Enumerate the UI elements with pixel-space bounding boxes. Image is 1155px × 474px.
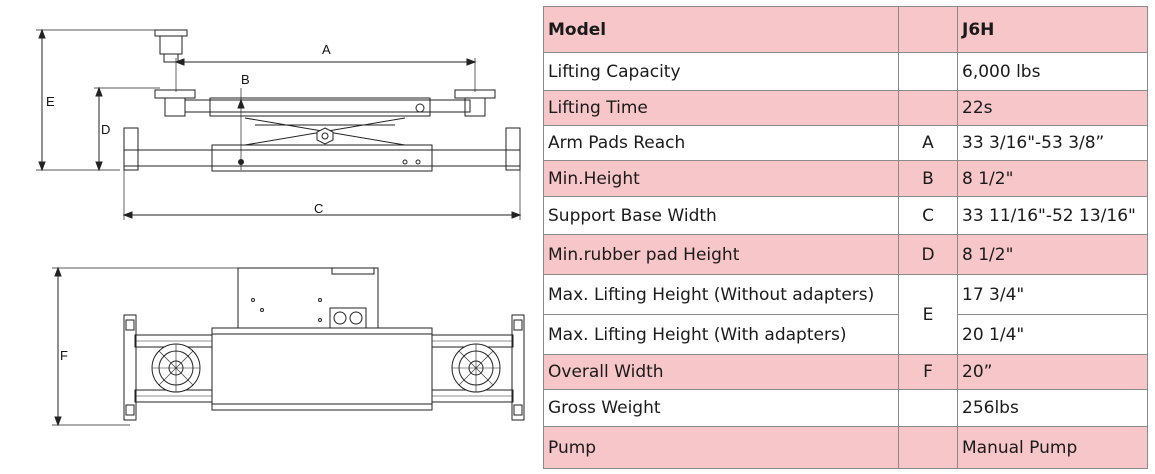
row-code: F	[898, 354, 958, 390]
row-label: Lifting Time	[543, 90, 899, 126]
row-label: Overall Width	[543, 354, 899, 390]
header-label: Model	[543, 6, 899, 53]
table-row: Max. Lifting Height (With adapters) 20 1…	[543, 314, 1148, 355]
dimension-label-c: C	[314, 201, 323, 216]
dimension-label-d: D	[101, 122, 110, 137]
row-value: 8 1/2"	[957, 160, 1148, 197]
row-code	[898, 52, 958, 91]
table-row: Max. Lifting Height (Without adapters) E…	[543, 274, 1148, 355]
row-label: Min.Height	[543, 160, 899, 197]
spec-table: Model J6H Lifting Capacity 6,000 lbs Lif…	[543, 6, 1148, 469]
row-code: C	[898, 196, 958, 235]
table-row: Lifting Capacity 6,000 lbs	[543, 52, 1148, 91]
top-view	[52, 266, 525, 427]
table-row: Min.Height B 8 1/2"	[543, 160, 1148, 197]
row-code-merged: E	[898, 274, 958, 355]
row-value: 8 1/2"	[957, 234, 1148, 275]
row-label: Lifting Capacity	[543, 52, 899, 91]
header-code	[898, 6, 958, 53]
row-code	[898, 426, 958, 469]
row-value: 17 3/4"	[957, 274, 1148, 315]
table-row: Support Base Width C 33 11/16"-52 13/16"	[543, 196, 1148, 235]
row-value: Manual Pump	[957, 426, 1148, 469]
technical-drawing: A B C D E F	[36, 28, 525, 427]
row-value: 20”	[957, 354, 1148, 390]
row-value: 20 1/4"	[957, 314, 1148, 355]
table-header-row: Model J6H	[543, 6, 1148, 53]
row-code	[898, 90, 958, 126]
dimension-label-f: F	[60, 348, 68, 363]
row-value: 33 3/16"-53 3/8”	[957, 125, 1148, 161]
table-row: Min.rubber pad Height D 8 1/2"	[543, 234, 1148, 275]
row-code: D	[898, 234, 958, 275]
dimension-label-b: B	[241, 72, 250, 87]
table-row: Pump Manual Pump	[543, 426, 1148, 469]
header-value: J6H	[957, 6, 1148, 53]
row-value: 33 11/16"-52 13/16"	[957, 196, 1148, 235]
dimension-label-e: E	[46, 94, 55, 109]
row-label: Gross Weight	[543, 389, 899, 427]
row-value: 256lbs	[957, 389, 1148, 427]
table-row: Arm Pads Reach A 33 3/16"-53 3/8”	[543, 125, 1148, 161]
row-label: Support Base Width	[543, 196, 899, 235]
row-code: A	[898, 125, 958, 161]
row-label: Max. Lifting Height (With adapters)	[543, 314, 899, 355]
row-label: Arm Pads Reach	[543, 125, 899, 161]
table-row: Overall Width F 20”	[543, 354, 1148, 390]
row-code: B	[898, 160, 958, 197]
row-value: 22s	[957, 90, 1148, 126]
row-code	[898, 389, 958, 427]
table-row: Lifting Time 22s	[543, 90, 1148, 126]
table-row: Gross Weight 256lbs	[543, 389, 1148, 427]
dimension-label-a: A	[322, 42, 331, 57]
row-label: Min.rubber pad Height	[543, 234, 899, 275]
side-view	[36, 28, 522, 220]
row-value: 6,000 lbs	[957, 52, 1148, 91]
row-label: Max. Lifting Height (Without adapters)	[543, 274, 899, 315]
row-label: Pump	[543, 426, 899, 469]
